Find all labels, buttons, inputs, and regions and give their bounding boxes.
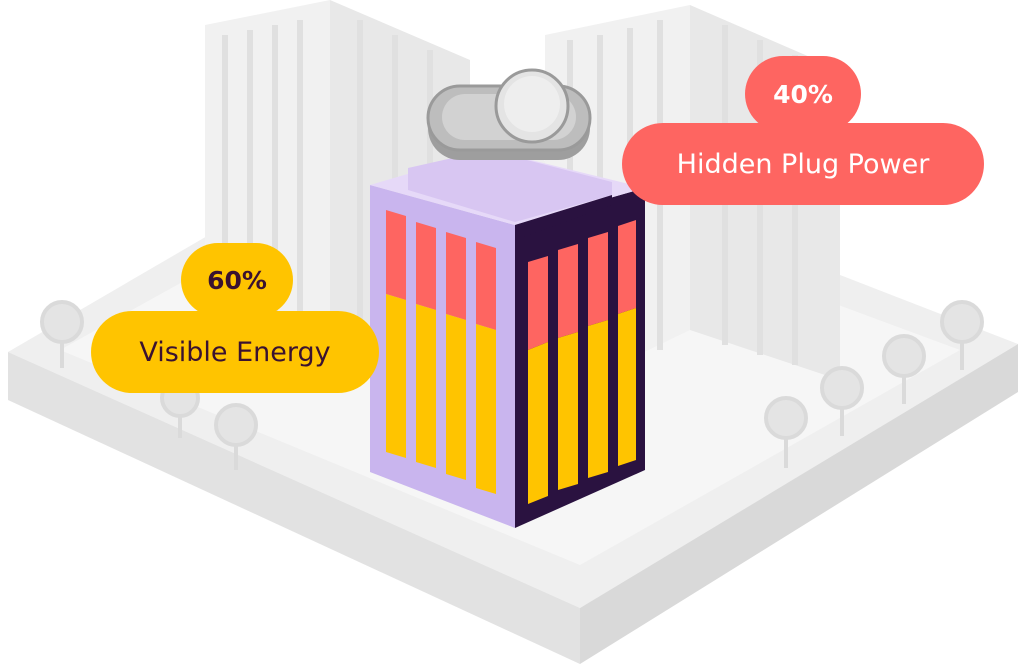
visible-percent-text: 60% bbox=[207, 265, 267, 295]
hidden-label-text: Hidden Plug Power bbox=[676, 148, 930, 180]
hidden-label-badge: Hidden Plug Power bbox=[622, 123, 984, 205]
hidden-percent-text: 40% bbox=[773, 79, 833, 109]
visible-label-badge: Visible Energy bbox=[91, 311, 379, 393]
left-face-windows bbox=[386, 210, 496, 494]
visible-label-text: Visible Energy bbox=[139, 336, 331, 368]
hidden-percent-badge: 40% bbox=[745, 56, 861, 132]
main-building bbox=[370, 150, 645, 528]
visible-percent-badge: 60% bbox=[181, 243, 293, 317]
tree-group bbox=[40, 300, 984, 470]
right-face-windows bbox=[528, 220, 636, 504]
rooftop-toggle-icon bbox=[426, 68, 592, 160]
